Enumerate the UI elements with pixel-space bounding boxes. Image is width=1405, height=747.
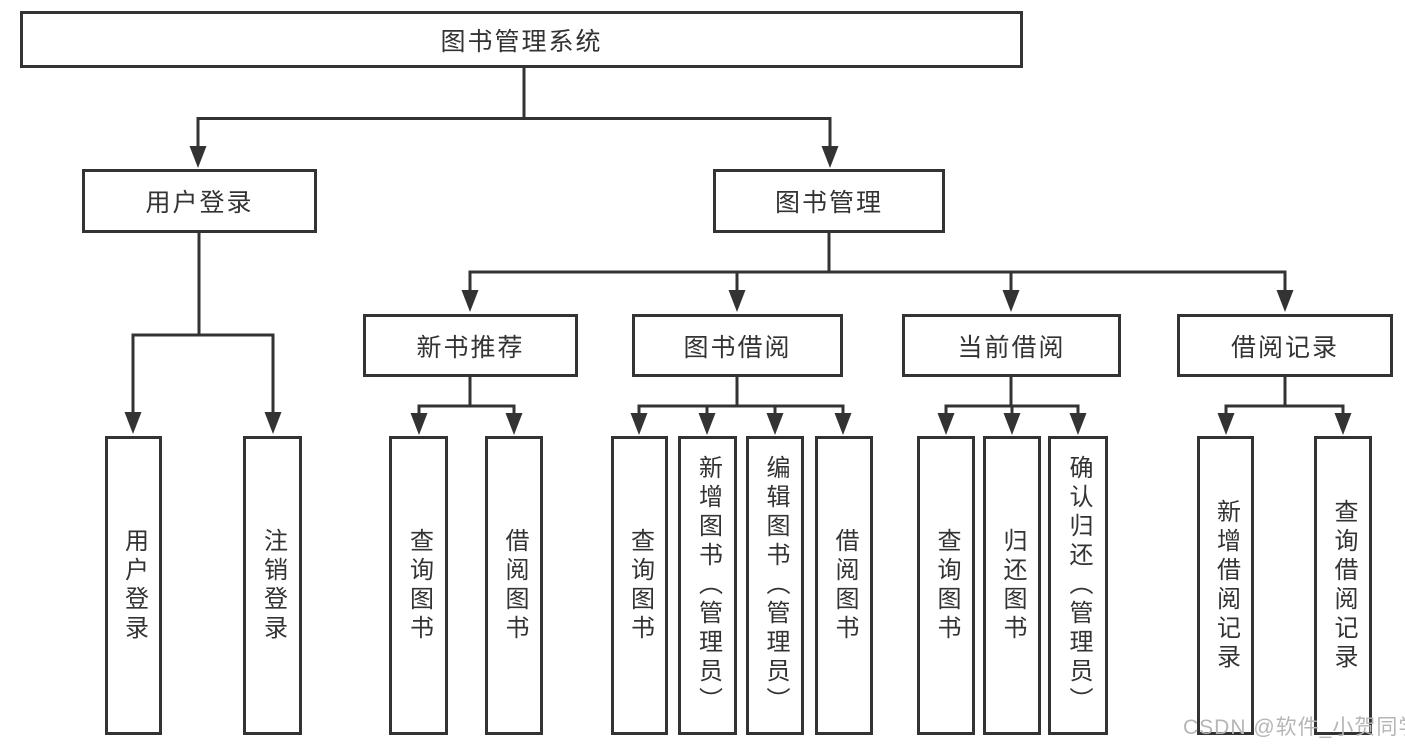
arrowhead [766, 413, 784, 435]
arrowhead [630, 413, 648, 435]
arrowhead [1334, 413, 1352, 435]
connector-lines [131, 68, 1345, 414]
csdn-watermark: CSDN @软件_小贺同学 [1183, 716, 1405, 739]
connector-group-borrow [637, 377, 845, 414]
arrowhead [821, 146, 839, 168]
arrowhead [461, 290, 479, 312]
leaf-query-books-2: 查询图书 [611, 436, 668, 735]
connector-book-split [468, 233, 1287, 291]
leaf-logout: 注销登录 [243, 436, 302, 735]
leaf-user-login: 用户登录 [105, 436, 162, 735]
leaf-borrow-books-2: 借阅图书 [815, 436, 873, 735]
arrowhead [189, 146, 207, 168]
leaf-query-books-1: 查询图书 [389, 436, 448, 735]
leaf-add-books-admin: 新增图书（管理员） [678, 436, 737, 735]
arrowhead [937, 413, 955, 435]
arrowhead [264, 412, 282, 434]
node-root-system: 图书管理系统 [20, 11, 1023, 68]
leaf-return-books: 归还图书 [983, 436, 1041, 735]
node-book-management-branch: 图书管理 [713, 169, 945, 233]
node-new-book-recommend: 新书推荐 [363, 314, 578, 377]
leaf-query-borrow-record: 查询借阅记录 [1314, 436, 1372, 735]
connector-group-newbook [417, 377, 516, 414]
leaf-add-borrow-record: 新增借阅记录 [1197, 436, 1254, 735]
arrowhead [1003, 413, 1021, 435]
node-book-borrow: 图书借阅 [632, 314, 843, 377]
arrowhead [1069, 413, 1087, 435]
arrowhead [834, 413, 852, 435]
node-user-login-branch: 用户登录 [82, 169, 317, 233]
connector-group-current [944, 377, 1080, 414]
arrowhead [505, 413, 523, 435]
arrowheads [124, 146, 1352, 435]
connector-root-split [196, 68, 832, 147]
connector-group-record [1224, 377, 1345, 414]
arrowhead [410, 413, 428, 435]
leaf-borrow-books-1: 借阅图书 [485, 436, 543, 735]
leaf-query-books-3: 查询图书 [917, 436, 975, 735]
node-current-borrow: 当前借阅 [902, 314, 1121, 377]
leaf-edit-books-admin: 编辑图书（管理员） [746, 436, 804, 735]
arrowhead [1217, 413, 1235, 435]
arrowhead [1002, 290, 1020, 312]
leaf-confirm-return-admin: 确认归还（管理员） [1048, 436, 1108, 735]
arrowhead [1276, 290, 1294, 312]
connector-user-split [131, 233, 275, 413]
arrowhead [124, 412, 142, 434]
arrowhead [698, 413, 716, 435]
node-borrow-record: 借阅记录 [1177, 314, 1393, 377]
arrowhead [728, 290, 746, 312]
